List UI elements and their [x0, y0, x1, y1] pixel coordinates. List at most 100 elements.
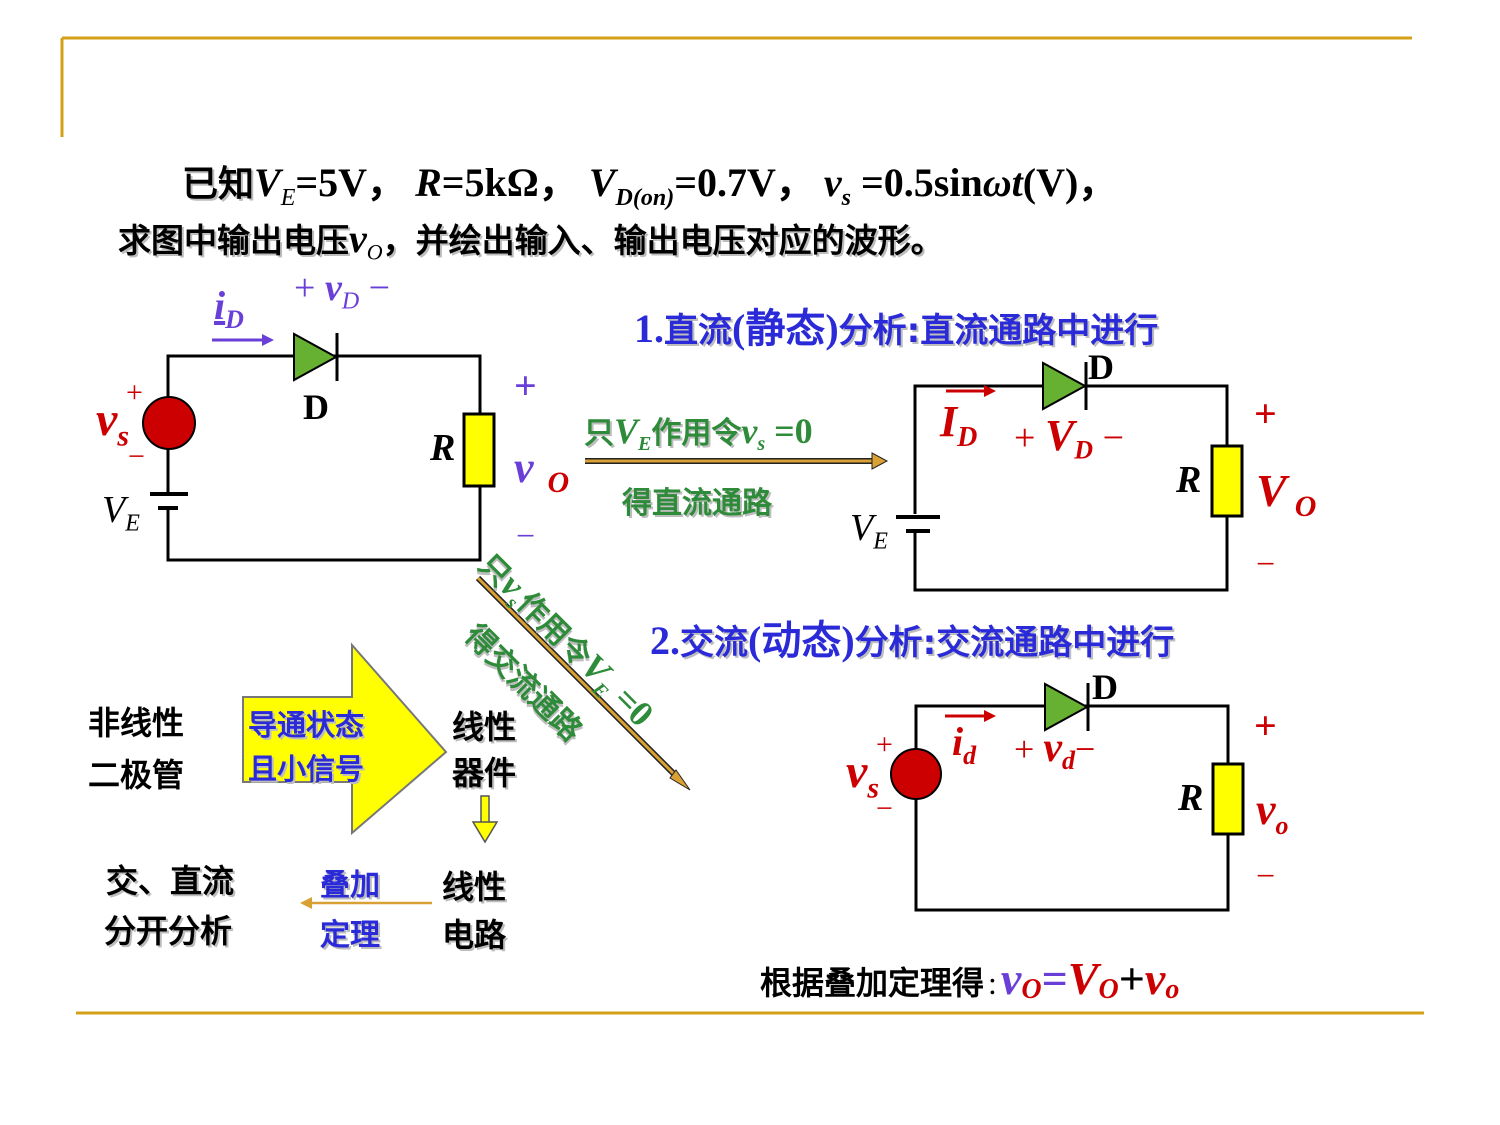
ac-vd-symbol: v: [1043, 725, 1062, 771]
main-vd-label: + vD −: [294, 266, 390, 316]
vs-symbol: v: [823, 160, 842, 205]
ac-vd-plus: +: [1014, 729, 1035, 769]
main-ve-subscript: E: [125, 510, 140, 537]
ac-heading: 2.交流(动态)分析:交流通路中进行: [650, 608, 1174, 666]
main-vo-plus: +: [514, 363, 537, 408]
main-vd-plus: +: [294, 267, 316, 309]
problem-known-label: 已知: [182, 164, 255, 205]
dc-id-label: ID: [940, 396, 977, 454]
dc-arrow-top-pre: 只: [584, 416, 614, 451]
problem-line-2: 求图中输出电压vO，并绘出输入、输出电压对应的波形。: [118, 214, 944, 266]
ac-vd-subscript: d: [1061, 746, 1075, 776]
dc-vd-symbol: V: [1044, 411, 1075, 460]
concept-left-2: 二极管: [88, 756, 185, 794]
main-diode-symbol: [293, 332, 339, 382]
main-id-subscript: D: [225, 305, 244, 334]
main-vs-symbol: v: [96, 393, 118, 446]
result-v3-subscript: o: [1165, 974, 1180, 1006]
ac-vs-minus: −: [876, 792, 893, 825]
dc-heading: 1.直流(静态)分析:直流通路中进行: [634, 296, 1158, 354]
dc-vd-subscript: D: [1074, 435, 1094, 465]
left-arrowhead: [300, 897, 312, 909]
ac-arrowhead: [669, 769, 691, 791]
problem-line-1: 已知VE=5V，R=5kΩ，VD(on)=0.7V，vs =0.5sinωt(V…: [182, 150, 1118, 212]
main-vs-plus: +: [126, 376, 143, 409]
dc-heading-a: 直流: [664, 311, 732, 351]
vs-value: =0.5sin: [850, 160, 983, 205]
dc-vo-subscript: O: [1294, 490, 1317, 524]
main-vd-symbol: v: [324, 267, 342, 309]
result-equals: =: [1041, 953, 1068, 1004]
dc-vo-symbol: V: [1256, 465, 1287, 516]
concept-right-2: 器件: [452, 754, 517, 792]
main-id-label: iD: [214, 282, 244, 335]
ve-symbol: V: [254, 160, 281, 205]
main-vd-subscript: D: [341, 288, 360, 315]
result-v2-subscript: O: [1098, 974, 1119, 1006]
main-vd-minus: −: [368, 267, 391, 309]
main-r-label: R: [430, 427, 456, 469]
vo-subscript: O: [366, 239, 383, 265]
dc-ve-label: VE: [850, 506, 888, 556]
main-resistor: [462, 412, 496, 488]
ac-resistor: [1211, 762, 1245, 836]
result-colon: :: [988, 965, 997, 1001]
dc-diode-label: D: [1088, 347, 1114, 387]
result-line: 根据叠加定理得:vO=VO+vo: [760, 952, 1179, 1006]
ac-vd-label: + vd−: [1014, 724, 1095, 776]
ac-vo-symbol: v: [1256, 785, 1276, 834]
dc-resistor: [1210, 444, 1244, 518]
concept-bottom-left-2: 分开分析: [104, 912, 233, 950]
main-vs-subscript: s: [117, 419, 129, 453]
down-arrow-shaft: [480, 795, 490, 825]
dc-id-arrowhead: [984, 385, 996, 397]
dc-arrow-bottom-label: 得直流通路: [622, 486, 772, 521]
dc-ve-subscript: E: [873, 528, 888, 555]
ac-heading-d: 交流通路中进行: [936, 623, 1175, 663]
ac-vo-plus: +: [1254, 703, 1277, 748]
main-vo-subscript: O: [547, 465, 570, 499]
dc-heading-c: 分析:: [838, 311, 921, 351]
ac-vs-label: vs: [846, 744, 879, 806]
r-value: =5kΩ，: [441, 160, 579, 205]
r-symbol: R: [415, 160, 442, 205]
concept-bottom-left-1: 交、直流: [106, 862, 235, 900]
ac-vs-plus: +: [876, 728, 893, 761]
ac-id-symbol: i: [952, 719, 964, 764]
dc-id-subscript: D: [957, 421, 978, 453]
concept-right-1: 线性: [452, 708, 517, 746]
ac-heading-num: 2.: [650, 618, 680, 663]
concept-bottom-right-2: 电路: [442, 916, 507, 954]
ac-vs-subscript: s: [867, 771, 879, 805]
concept-arrow-2: 且小信号: [248, 752, 365, 786]
dc-arrow-vs-subscript: s: [757, 433, 766, 455]
main-ve-symbol: V: [102, 489, 126, 531]
big-yellow-arrow: [242, 642, 448, 836]
ve-value: =5V，: [295, 160, 408, 205]
main-diode-label: D: [303, 387, 329, 427]
result-v2-symbol: V: [1067, 953, 1099, 1004]
main-vs-source: [142, 396, 196, 450]
dc-r-label: R: [1176, 459, 1202, 501]
main-id-symbol: i: [214, 283, 226, 328]
vd-value: =0.7V，: [674, 160, 816, 205]
dc-diode-symbol: [1042, 361, 1088, 411]
dc-arrowhead: [871, 452, 889, 470]
dc-arrow-ve-subscript: E: [638, 433, 652, 455]
dc-heading-b: (静态): [732, 306, 839, 351]
result-v1-subscript: O: [1021, 974, 1042, 1006]
dc-heading-d: 直流通路中进行: [920, 311, 1159, 351]
concept-arrow-1: 导通状态: [248, 708, 365, 742]
result-label: 根据叠加定理得: [760, 964, 985, 1002]
ac-diode-symbol: [1044, 682, 1090, 732]
vo-symbol: v: [349, 216, 367, 261]
dc-vo-plus: +: [1254, 391, 1277, 436]
ac-vo-minus: −: [1256, 858, 1276, 895]
concept-theorem-1: 叠加: [320, 868, 380, 903]
dc-arrow-top-mid: 作用令: [651, 416, 742, 451]
ac-vo-label: vo: [1256, 784, 1289, 841]
ac-heading-a: 交流: [680, 623, 748, 663]
